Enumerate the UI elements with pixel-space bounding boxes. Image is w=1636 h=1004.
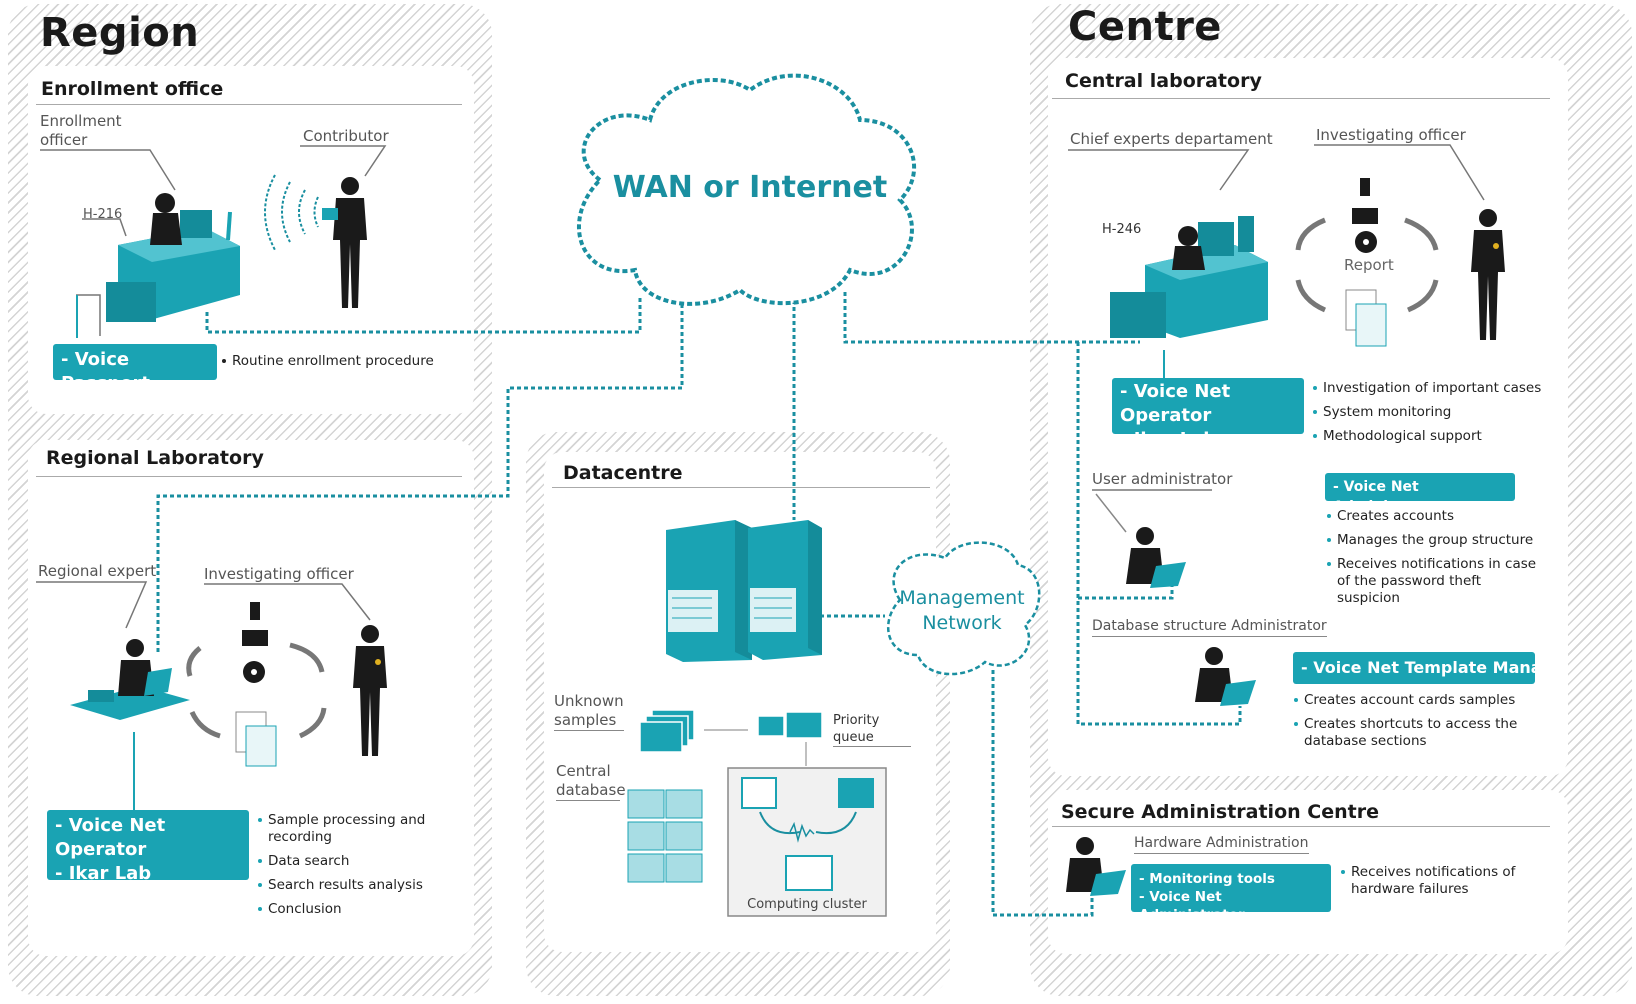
management-cloud-icon [886,541,1041,676]
badge-line-1: - Voice Net Operator [1120,381,1231,426]
badge-line-1: - Voice Net Operator [55,815,166,860]
secure-bullets: Receives notifications of hardware failu… [1341,864,1531,905]
badge-line-2: - Ikar Lab [1120,429,1217,450]
report-document-icon [1345,289,1387,347]
list-item: Conclusion [258,901,434,918]
enrollment-officer-label: Enrollment officer [40,112,122,149]
list-item: Sample processing and recording [258,812,434,846]
unknown-samples-icon [639,709,695,753]
divider [552,487,930,488]
priority-queue-icon [757,711,823,739]
management-line-1: Management [899,587,1025,609]
list-item: Methodological support [1313,428,1553,445]
management-line-2: Network [922,612,1002,634]
list-item: System monitoring [1313,404,1553,421]
template-bullets: Creates account cards samples Creates sh… [1294,692,1530,757]
voice-passport-badge: - Voice Passport [53,344,217,394]
divider [36,476,462,477]
laptop-workstation-icon [70,639,190,720]
monitoring-tools-badge: - Monitoring tools - Voice Net Administr… [1131,864,1331,923]
tablet-icon [322,208,338,220]
regional-expert-label: Regional expert [38,562,157,580]
user-admin-laptop-icon [1126,527,1186,588]
db-admin-label: Database structure Administrator [1092,617,1327,637]
db-admin-laptop-icon [1195,647,1256,706]
central-lab-title: Central laboratory [1065,70,1262,92]
cloud-icon [576,73,917,306]
list-item: Creates account cards samples [1294,692,1530,709]
station-id-label-2: H-246 [1102,222,1142,237]
central-officer-person-icon [1471,209,1505,340]
unknown-samples-label: Unknown samples [554,692,624,731]
central-desk-workstation-icon [1110,216,1268,338]
list-item: Creates shortcuts to access the database… [1294,716,1530,750]
document-icon [235,711,277,767]
regional-lab-title: Regional Laboratory [46,447,264,469]
list-item: Search results analysis [258,877,434,894]
computing-cluster-label: Computing cluster [747,897,867,912]
datacentre-title: Datacentre [563,462,683,484]
badge-line-2: - Ikar Lab [55,863,152,884]
voice-net-operator-badge: - Voice Net Operator - Ikar Lab [47,810,249,884]
list-item: Manages the group structure [1327,532,1537,549]
secure-admin-title: Secure Administration Centre [1061,801,1379,823]
investigating-officer-label: Investigating officer [204,565,354,583]
contributor-person-icon [333,177,367,308]
user-admin-label: User administrator [1092,470,1233,488]
regional-officer-person-icon [353,625,387,756]
central-database-label: Central database [556,762,626,801]
voice-net-operator-badge-2: - Voice Net Operator - Ikar Lab [1112,378,1304,450]
central-lab-bullets: Investigation of important cases System … [1313,380,1553,452]
list-item: Investigation of important cases [1313,380,1553,397]
centre-title: Centre [1068,4,1222,50]
computing-cluster-icon [727,767,887,917]
central-database-icon [627,789,703,883]
server-rack-icon [666,520,822,662]
report-label: Report [1344,256,1394,274]
regional-lab-bullets: Sample processing and recording Data sea… [258,812,434,925]
badge-line-2: - Voice Net Administrator [1139,889,1245,923]
investigating-officer-label-2: Investigating officer [1316,126,1466,144]
voice-net-administrator-badge: - Voice Net Administrator [1325,473,1515,515]
list-item: Routine enrollment procedure [222,353,462,370]
phone-icon-2 [1360,178,1370,196]
phone-icon [250,602,260,620]
divider [1052,98,1550,99]
priority-queue-label: Priority queue [833,712,911,747]
desk-workstation-icon [106,193,240,322]
contributor-label: Contributor [303,127,389,145]
badge-line-1: - Monitoring tools [1139,871,1275,887]
station-id-label: H-216 [83,207,123,222]
admin-bullets: Creates accounts Manages the group struc… [1327,508,1537,614]
wan-cloud-label: WAN or Internet [612,170,888,205]
divider [36,104,462,105]
cassette-icon-2 [1352,208,1378,224]
region-title: Region [40,10,200,56]
list-item: Data search [258,853,434,870]
chief-experts-label: Chief experts departament [1070,130,1273,148]
cassette-icon [242,630,268,646]
list-item: Creates accounts [1327,508,1537,525]
hardware-admin-label: Hardware Administration [1134,834,1309,854]
evidence-cycle-icon [186,642,327,739]
hardware-admin-laptop-icon [1066,837,1126,896]
enrollment-bullets: Routine enrollment procedure [222,353,462,377]
list-item: Receives notifications of hardware failu… [1341,864,1531,898]
management-network-label: Management Network [890,586,1034,636]
list-item: Receives notifications in case of the pa… [1327,556,1537,607]
report-cycle-icon [1295,217,1439,313]
enrollment-office-title: Enrollment office [41,78,224,100]
voice-net-template-manager-badge: - Voice Net Template Manager [1293,652,1535,684]
divider [1052,826,1550,827]
